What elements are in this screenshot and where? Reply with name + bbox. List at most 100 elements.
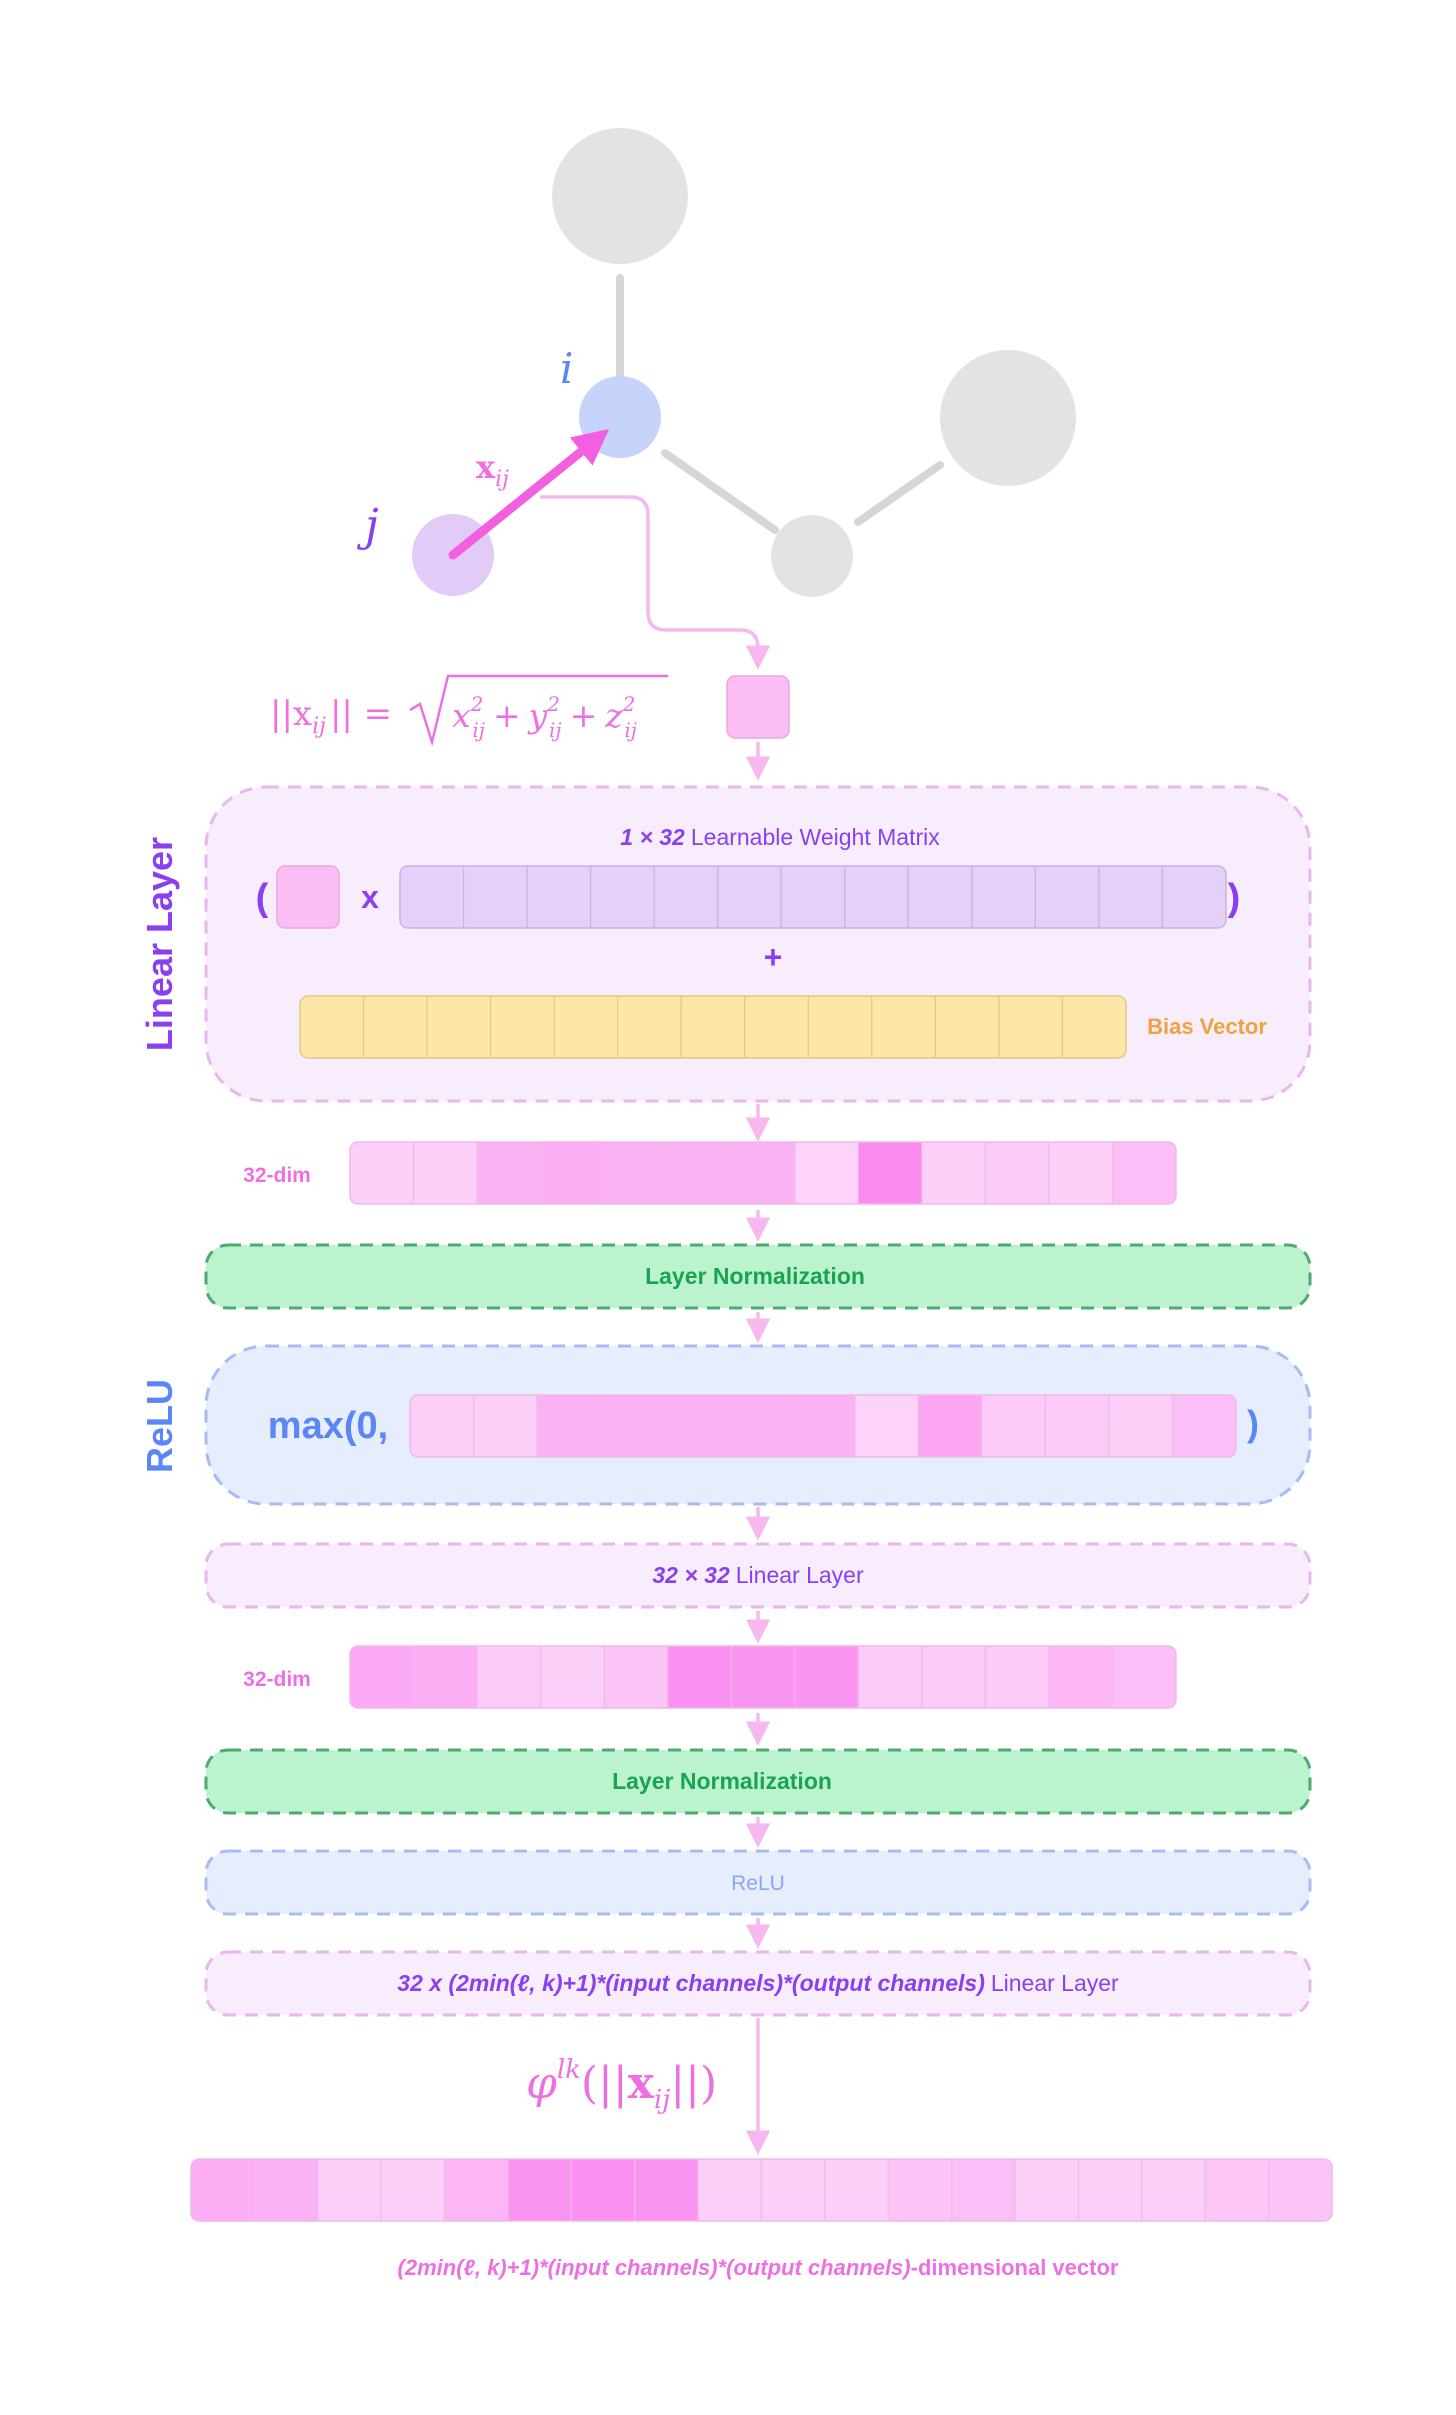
output-cell: [1268, 2159, 1332, 2221]
phi-formula: φlk(||xij||): [526, 2055, 717, 2115]
weight-cell-border: [399, 865, 1227, 929]
weight-cell: [653, 866, 719, 928]
weight-input-scalar: [276, 865, 340, 929]
relu-cell: [663, 1395, 729, 1457]
vec1-cell: [1048, 1142, 1114, 1204]
weight-cell: [1161, 866, 1226, 928]
weight-cell: [526, 866, 592, 928]
vec2-cell: [476, 1646, 542, 1708]
bias-cell: [807, 996, 873, 1058]
vec1-label: 32-dim: [243, 1164, 311, 1187]
bias-cell-border: [299, 995, 1127, 1059]
relu-cell: [600, 1395, 665, 1457]
relu-cell: [790, 1395, 856, 1457]
vec2-cell: [603, 1646, 669, 1708]
relu-side-label: ReLU: [139, 1379, 180, 1473]
vec2-cell: [350, 1646, 415, 1708]
output-cell: [1204, 2159, 1270, 2221]
linear-layer-side-label: Linear Layer: [139, 837, 180, 1051]
vec1-cell: [476, 1142, 542, 1204]
output-vector-cells: [190, 2158, 1333, 2222]
graph-node: [771, 515, 853, 597]
relu-cell: [917, 1395, 983, 1457]
output-cell: [507, 2159, 572, 2221]
output-cell: [1077, 2159, 1143, 2221]
layer-norm-2-box: [204, 1748, 1312, 1815]
bias-cell: [553, 996, 619, 1058]
relu-cell: [472, 1395, 538, 1457]
output-caption: (2min(ℓ, k)+1)*(input channels)*(output …: [398, 2255, 1119, 2280]
vec2-cell: [1111, 1646, 1176, 1708]
layer-norm-1-box: [204, 1243, 1312, 1310]
output-cell: [1141, 2159, 1206, 2221]
vec1-cell: [540, 1142, 605, 1204]
output-cell: [443, 2159, 509, 2221]
layer-norm-1-label: Layer Normalization: [645, 1263, 865, 1289]
weight-cell: [590, 866, 655, 928]
relu-cell: [1044, 1395, 1110, 1457]
weight-cell: [844, 866, 909, 928]
bias-cell: [998, 996, 1064, 1058]
relu-prefix: max(0,: [268, 1405, 388, 1447]
plus-sign: +: [764, 939, 783, 975]
relu-cell: [536, 1395, 602, 1457]
open-paren: (: [256, 877, 269, 919]
layer-norm-2-label: Layer Normalization: [612, 1768, 832, 1794]
linear-layer-3-label: 32 x (2min(ℓ, k)+1)*(input channels)*(ou…: [397, 1970, 1119, 1996]
output-cell: [634, 2159, 699, 2221]
relu-cell-border: [409, 1394, 1237, 1458]
output-cell: [951, 2159, 1016, 2221]
relu-block: ReLU max(0, ): [139, 1344, 1312, 1506]
relu-cell: [410, 1395, 475, 1457]
output-cell: [824, 2159, 889, 2221]
relu-cell: [981, 1395, 1046, 1457]
bias-cell: [680, 996, 746, 1058]
bias-cell: [934, 996, 1000, 1058]
vec1-cell-border: [349, 1141, 1177, 1205]
weight-cell: [462, 866, 528, 928]
bias-cell: [617, 996, 682, 1058]
vec2-cell: [984, 1646, 1050, 1708]
vec1-cell: [984, 1142, 1050, 1204]
label-j: j: [356, 500, 379, 551]
output-cell: [697, 2159, 763, 2221]
molecule-graph: i j xij: [356, 128, 1076, 670]
relu-cell: [1108, 1395, 1174, 1457]
vec2-cell: [794, 1646, 859, 1708]
output-cell: [887, 2159, 953, 2221]
bias-cell: [362, 996, 428, 1058]
relu-2-label: ReLU: [731, 1872, 785, 1895]
vec1-cell: [857, 1142, 923, 1204]
output-cell-border: [190, 2158, 1333, 2222]
bias-cell: [871, 996, 936, 1058]
edge-vector-arrow: [448, 428, 610, 560]
output-cell: [253, 2159, 319, 2221]
linear-layer-2-box: [204, 1542, 1312, 1609]
vec2-cells: [349, 1645, 1177, 1709]
sqrt-sign: [409, 674, 668, 747]
relu-2-box: [204, 1849, 1312, 1916]
output-cell: [760, 2159, 826, 2221]
vec1-cells: [349, 1141, 1177, 1205]
weight-cell: [1034, 866, 1100, 928]
svg-text:||xij|| =: ||xij|| =: [270, 694, 392, 739]
weight-cell: [1098, 866, 1164, 928]
graph-edge: [854, 461, 944, 526]
vec2-cell: [730, 1646, 796, 1708]
output-cell: [380, 2159, 446, 2221]
vec1-cell: [730, 1142, 796, 1204]
bias-cell: [426, 996, 492, 1058]
edge-label: xij: [476, 448, 509, 492]
vec2-cell: [1048, 1646, 1114, 1708]
vec1-cell: [921, 1142, 986, 1204]
bias-vector-label: Bias Vector: [1147, 1014, 1267, 1039]
bias-cell: [744, 996, 809, 1058]
linear-layer-3-box: [204, 1950, 1312, 2017]
vec2-cell: [412, 1646, 478, 1708]
vec1-cell: [667, 1142, 732, 1204]
